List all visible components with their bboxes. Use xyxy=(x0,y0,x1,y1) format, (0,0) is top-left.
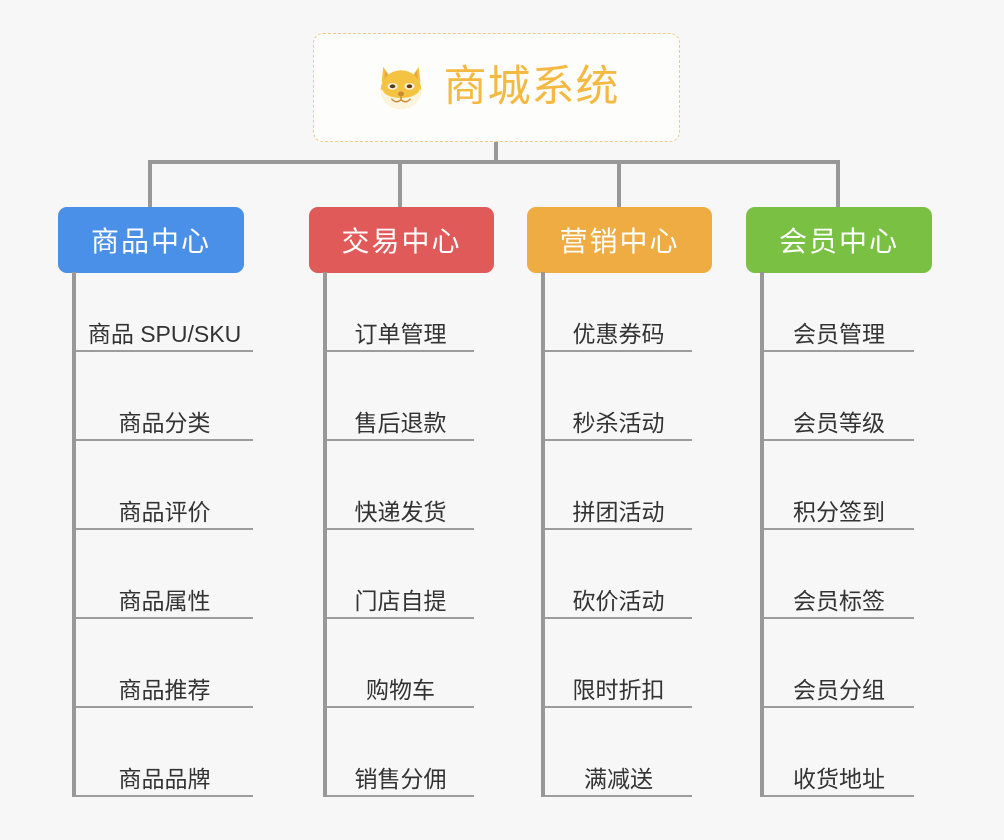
leaf-item[interactable]: 会员等级 xyxy=(764,389,914,441)
leaf-item-label: 销售分佣 xyxy=(354,765,447,792)
leaf-item-label: 门店自提 xyxy=(354,587,447,614)
leaf-item[interactable]: 快递发货 xyxy=(327,478,474,530)
leaf-item-label: 会员等级 xyxy=(793,409,885,436)
leaf-item-label: 商品属性 xyxy=(118,587,211,614)
leaf-item[interactable]: 购物车 xyxy=(327,656,474,708)
column-stem xyxy=(323,272,327,797)
leaf-item-label: 秒杀活动 xyxy=(572,409,665,436)
connector-drop-1 xyxy=(148,160,152,207)
leaf-item[interactable]: 限时折扣 xyxy=(545,656,692,708)
leaf-item-label: 商品评价 xyxy=(118,498,211,525)
leaf-item-label: 商品推荐 xyxy=(118,676,211,703)
leaf-item-label: 满减送 xyxy=(584,765,653,792)
connector-horizontal-bar xyxy=(148,160,840,164)
leaf-item[interactable]: 门店自提 xyxy=(327,567,474,619)
leaf-item[interactable]: 会员分组 xyxy=(764,656,914,708)
leaf-item-label: 快递发货 xyxy=(354,498,447,525)
connector-drop-3 xyxy=(617,160,621,207)
category-label: 会员中心 xyxy=(778,226,899,257)
leaf-item[interactable]: 售后退款 xyxy=(327,389,474,441)
connector-drop-4 xyxy=(836,160,840,207)
leaf-item-label: 订单管理 xyxy=(354,320,447,347)
category-header-会员中心[interactable]: 会员中心 xyxy=(746,207,932,273)
category-header-商品中心[interactable]: 商品中心 xyxy=(58,207,244,273)
leaf-item[interactable]: 商品 SPU/SKU xyxy=(76,300,253,352)
root-node[interactable]: 商城系统 xyxy=(313,33,680,142)
leaf-item-label: 收货地址 xyxy=(793,765,885,792)
category-header-营销中心[interactable]: 营销中心 xyxy=(527,207,712,273)
leaf-item-label: 拼团活动 xyxy=(572,498,665,525)
leaf-item-label: 优惠券码 xyxy=(572,320,665,347)
leaf-item-label: 商品分类 xyxy=(118,409,211,436)
leaf-item-label: 限时折扣 xyxy=(572,676,665,703)
leaf-item[interactable]: 收货地址 xyxy=(764,745,914,797)
leaf-item-label: 会员标签 xyxy=(793,587,885,614)
root-node-content: 商城系统 xyxy=(374,61,620,115)
leaf-item[interactable]: 商品属性 xyxy=(76,567,253,619)
leaf-item-label: 积分签到 xyxy=(793,498,885,525)
leaf-item[interactable]: 商品推荐 xyxy=(76,656,253,708)
leaf-item[interactable]: 秒杀活动 xyxy=(545,389,692,441)
leaf-item[interactable]: 商品评价 xyxy=(76,478,253,530)
leaf-item[interactable]: 会员标签 xyxy=(764,567,914,619)
leaf-item[interactable]: 优惠券码 xyxy=(545,300,692,352)
connector-drop-2 xyxy=(398,160,402,207)
leaf-item-label: 会员分组 xyxy=(793,676,885,703)
category-label: 商品中心 xyxy=(90,226,211,257)
root-title: 商城系统 xyxy=(443,63,620,111)
leaf-item[interactable]: 销售分佣 xyxy=(327,745,474,797)
connector-root-stub xyxy=(494,142,498,164)
shiba-dog-emoji-icon xyxy=(380,66,421,109)
leaf-item[interactable]: 商品分类 xyxy=(76,389,253,441)
leaf-item-label: 商品品牌 xyxy=(118,765,211,792)
leaf-item[interactable]: 会员管理 xyxy=(764,300,914,352)
category-label: 交易中心 xyxy=(341,226,462,257)
leaf-item-label: 购物车 xyxy=(366,676,435,703)
leaf-item[interactable]: 砍价活动 xyxy=(545,567,692,619)
column-stem xyxy=(72,272,76,797)
category-label: 营销中心 xyxy=(559,226,680,257)
leaf-item-label: 商品 SPU/SKU xyxy=(87,320,242,347)
leaf-item[interactable]: 拼团活动 xyxy=(545,478,692,530)
column-stem xyxy=(541,272,545,797)
leaf-item-label: 售后退款 xyxy=(354,409,447,436)
leaf-item-label: 会员管理 xyxy=(793,320,885,347)
leaf-item[interactable]: 商品品牌 xyxy=(76,745,253,797)
leaf-item[interactable]: 满减送 xyxy=(545,745,692,797)
leaf-item-label: 砍价活动 xyxy=(572,587,665,614)
leaf-item[interactable]: 订单管理 xyxy=(327,300,474,352)
column-stem xyxy=(760,272,764,797)
category-header-交易中心[interactable]: 交易中心 xyxy=(309,207,494,273)
leaf-item[interactable]: 积分签到 xyxy=(764,478,914,530)
